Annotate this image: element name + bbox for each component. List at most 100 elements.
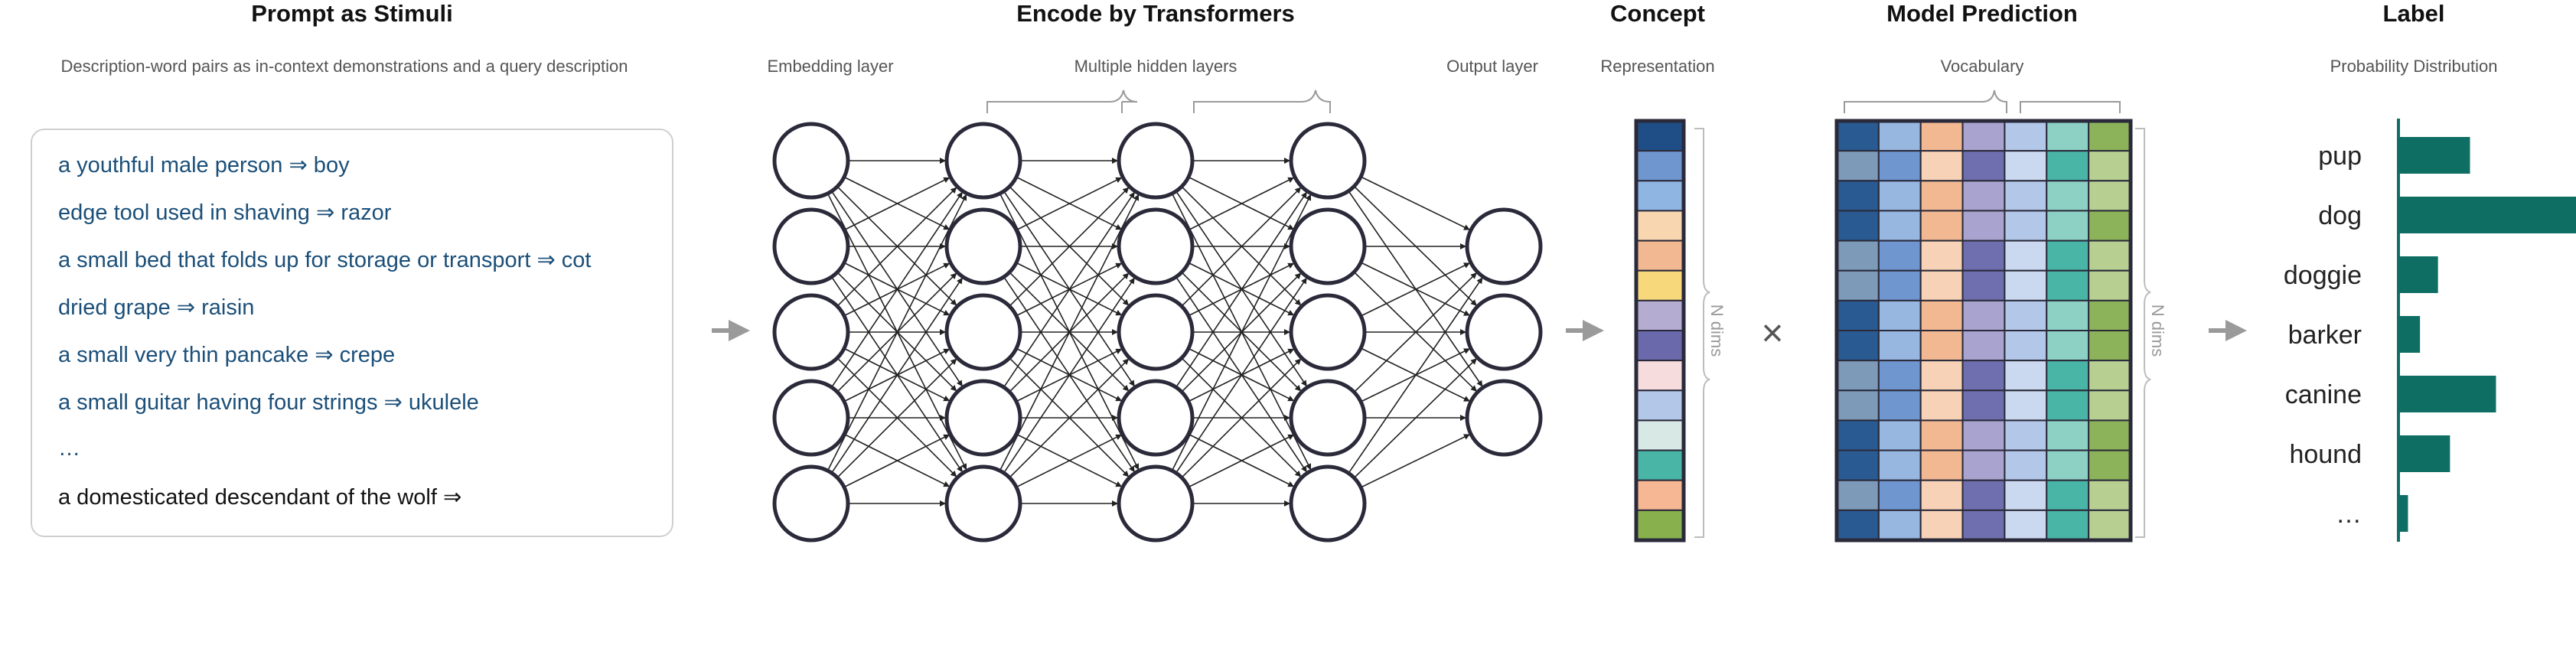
vocabulary-cell (2046, 240, 2090, 272)
network-edge (831, 191, 963, 388)
vocabulary-cell (2088, 150, 2131, 182)
vocabulary-cell (2004, 240, 2048, 272)
network-node (1289, 379, 1367, 457)
vocabulary-cell (2004, 269, 2048, 301)
vocabulary-cell (1919, 509, 1964, 541)
network-node (1117, 293, 1195, 371)
vocabulary-cell (2046, 299, 2090, 332)
vocabulary-cell (1877, 150, 1922, 182)
vocabulary-cell (1836, 389, 1880, 422)
vocabulary-cell (2004, 360, 2048, 392)
vocabulary-cell (1919, 449, 1964, 481)
vocabulary-cell (1961, 479, 2006, 511)
vocabulary-border (1834, 119, 2133, 543)
network-node (1289, 293, 1367, 371)
concept-section-title: Concept (1610, 0, 1705, 27)
vocabulary-cell (1961, 299, 2006, 332)
vocabulary-bracket (1844, 90, 2121, 113)
vocabulary-cell (1836, 299, 1880, 332)
network-edge (843, 177, 951, 231)
vocabulary-cell (1961, 210, 2006, 242)
network-edge (1176, 191, 1307, 388)
probability-bar (2400, 256, 2438, 293)
vocabulary-cell (1961, 389, 2006, 422)
hidden-layers-label: Multiple hidden layers (1074, 57, 1237, 76)
vocabulary-cell (1961, 509, 2006, 541)
vocabulary-cell (1919, 299, 1964, 332)
vocabulary-cell (2088, 360, 2131, 392)
vocabulary-cell (2046, 150, 2090, 182)
vocabulary-cell (1877, 330, 1922, 362)
vocabulary-cell (1919, 389, 1964, 422)
vocabulary-cell (1919, 360, 1964, 392)
network-edge (1181, 187, 1302, 307)
vocabulary-cell (1961, 330, 2006, 362)
network-edge (843, 434, 951, 488)
network-node (1465, 379, 1543, 457)
network-edge (1188, 177, 1295, 231)
network-edge (1360, 262, 1470, 317)
vocabulary-cell (1877, 449, 1922, 481)
vocabulary-cell (1877, 120, 1922, 152)
prompt-box: a youthful male person ⇒ boy edge tool u… (31, 129, 673, 537)
vocabulary-cell (1877, 299, 1922, 332)
representation-cell (1635, 449, 1684, 481)
vocabulary-cell (2088, 330, 2131, 362)
probability-bar-label: doggie (2284, 261, 2362, 290)
network-edge (1360, 434, 1470, 488)
vocabulary-cell (1961, 449, 2006, 481)
network-node (772, 379, 850, 457)
vocabulary-cell (1919, 419, 1964, 451)
vocabulary-cell (2046, 269, 2090, 301)
vocabulary-cell (1919, 120, 1964, 152)
prediction-section-subtitle: Vocabulary (1940, 57, 2024, 76)
network-node (1117, 122, 1195, 200)
network-node (1289, 464, 1367, 543)
vocabulary-cell (2088, 419, 2131, 451)
vocabulary-cell (1961, 269, 2006, 301)
network-node (1117, 379, 1195, 457)
stage-arrow (1566, 320, 1604, 341)
stage-arrow (712, 320, 750, 341)
vocabulary-cell (1836, 419, 1880, 451)
network-node (772, 122, 850, 200)
vocabulary-cell (1877, 180, 1922, 212)
representation-vector (1634, 119, 1686, 543)
vocabulary-cell (1877, 479, 1922, 511)
vocabulary-cell (2088, 210, 2131, 242)
vocabulary-cell (2088, 240, 2131, 272)
vocabulary-cell (2046, 389, 2090, 422)
concept-section-subtitle: Representation (1600, 57, 1715, 76)
representation-cell (1635, 479, 1684, 511)
prompt-demo-line: a small bed that folds up for storage or… (58, 248, 592, 272)
vocabulary-cell (1877, 509, 1922, 541)
vocabulary-cell (1919, 269, 1964, 301)
probability-bar-label: hound (2289, 440, 2362, 469)
network-edge (1016, 177, 1123, 231)
network-node (944, 464, 1022, 543)
network-node (1289, 207, 1367, 285)
vocabulary-cell (2004, 389, 2048, 422)
vocabulary-cell (2088, 479, 2131, 511)
prompt-demo-line: a small very thin pancake ⇒ crepe (58, 343, 396, 367)
vocabulary-cell (1836, 449, 1880, 481)
network-edge (1188, 434, 1295, 488)
vocabulary-cell (2088, 299, 2131, 332)
network-node (944, 293, 1022, 371)
label-section-title: Label (2382, 0, 2445, 27)
encode-section-title: Encode by Transformers (1016, 0, 1295, 27)
probability-bar-labels: pupdogdoggiebarkercaninehound… (2284, 142, 2362, 529)
probability-bar (2400, 495, 2408, 532)
vocabulary-cell (2046, 120, 2090, 152)
probability-bar (2400, 197, 2576, 233)
vocabulary-cell (1919, 479, 1964, 511)
probability-bar-label: dog (2318, 201, 2362, 230)
matrix-dims-label: N dims (2148, 305, 2167, 357)
network-node (772, 464, 850, 543)
representation-cell (1635, 210, 1684, 242)
vocabulary-cell (1919, 240, 1964, 272)
vocabulary-cell (1877, 269, 1922, 301)
vocabulary-cell (1877, 210, 1922, 242)
vocabulary-cell (2046, 449, 2090, 481)
